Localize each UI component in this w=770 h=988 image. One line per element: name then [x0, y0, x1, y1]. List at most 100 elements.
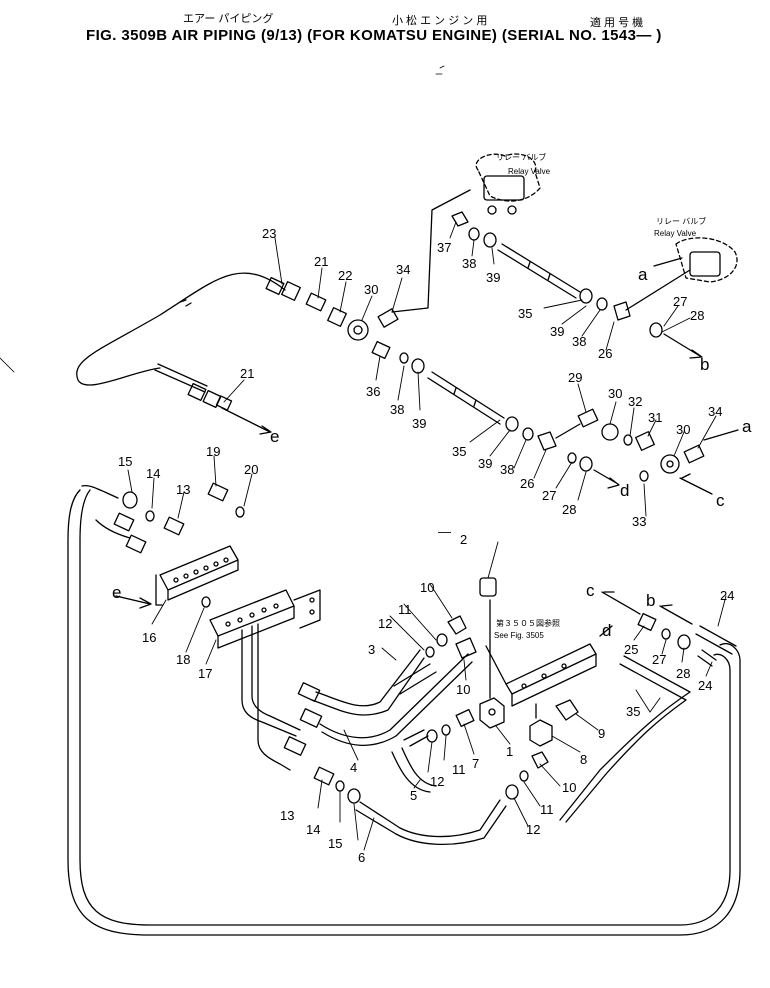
label-part-38: 38 — [572, 334, 586, 349]
label-part-2: 2 — [460, 532, 467, 547]
label-part-27: 27 — [652, 652, 666, 667]
label-part-26: 26 — [520, 476, 534, 491]
hose-23-loop — [76, 272, 301, 393]
label-part-6: 6 — [358, 850, 365, 865]
label-part-14: 14 — [146, 466, 160, 481]
fitting-8 — [529, 719, 553, 747]
label-part-16: 16 — [142, 630, 156, 645]
arrow-d-mid — [593, 469, 620, 489]
label-part-13: 13 — [176, 482, 190, 497]
leader-d-lower — [599, 625, 613, 637]
header-jp-air-piping: エアー パイピング — [183, 13, 274, 25]
manifold-see-fig-3505 — [485, 643, 597, 707]
letter-d-lower: d — [602, 621, 611, 640]
tube-35-middle — [427, 371, 505, 425]
label-part-30: 30 — [608, 386, 622, 401]
label-part-12: 12 — [378, 616, 392, 631]
label-part-1: 1 — [506, 744, 513, 759]
relay-valve-right-en: Relay Valve — [654, 229, 697, 238]
label-part-31: 31 — [648, 410, 662, 425]
label-part-22: 22 — [338, 268, 352, 283]
arrow-e-upper — [221, 407, 272, 435]
label-part-38: 38 — [500, 462, 514, 477]
pipe-to-relay-valve-upper — [391, 189, 471, 313]
label-part-34: 34 — [708, 404, 722, 419]
relay-valve-right — [675, 237, 738, 283]
label-part-10: 10 — [456, 682, 470, 697]
label-part-18: 18 — [176, 652, 190, 667]
label-part-25: 25 — [624, 642, 638, 657]
arrow-a-upper — [653, 257, 683, 267]
see-fig-en: See Fig. 3505 — [494, 631, 544, 640]
label-part-13: 13 — [280, 808, 294, 823]
label-part-15: 15 — [118, 454, 132, 469]
hose-3-and-4 — [297, 649, 473, 746]
label-part-35: 35 — [626, 704, 640, 719]
label-part-38: 38 — [462, 256, 476, 271]
outer-pipe-loop — [67, 489, 741, 936]
label-part-3: 3 — [368, 642, 375, 657]
figure-title: FIG. 3509B AIR PIPING (9/13) (FOR KOMATS… — [86, 27, 662, 44]
part-labels: 23 21 22 30 34 21 37 38 39 35 39 38 26 2… — [118, 226, 734, 865]
label-part-26: 26 — [598, 346, 612, 361]
arrow-a-mid — [703, 429, 739, 441]
pipe-to-relay-valve-right — [625, 269, 691, 311]
label-part-24: 24 — [720, 588, 734, 603]
letter-b-lower: b — [646, 591, 655, 610]
connector-block-16 — [155, 545, 239, 606]
label-part-14: 14 — [306, 822, 320, 837]
arrow-c-mid — [679, 473, 713, 495]
connector-block-17 — [209, 589, 321, 649]
letter-e-lower: e — [112, 583, 121, 602]
header-jp-komatsu-engine: 小 松 エ ン ジ ン 用 — [392, 15, 488, 27]
arrow-b-upper — [663, 333, 701, 357]
arrow-b-lower — [659, 604, 693, 625]
relay-valve-upper-en: Relay Valve — [508, 167, 551, 176]
left-fitting-group — [113, 482, 245, 554]
hose-6 — [355, 799, 507, 846]
inner-pipe-loop — [95, 519, 301, 771]
label-part-35: 35 — [518, 306, 532, 321]
relay-valve-upper — [475, 153, 541, 202]
label-part-7: 7 — [472, 756, 479, 771]
header-jp-serial: 適 用 号 機 — [590, 17, 644, 29]
letter-b-upper: b — [700, 355, 709, 374]
label-part-9: 9 — [598, 726, 605, 741]
label-part-28: 28 — [562, 502, 576, 517]
arrow-c-lower — [601, 591, 641, 615]
leader-lines — [127, 221, 727, 851]
label-part-10: 10 — [420, 580, 434, 595]
label-part-11: 11 — [452, 762, 466, 777]
label-part-39: 39 — [486, 270, 500, 285]
label-part-23: 23 — [262, 226, 276, 241]
label-part-21: 21 — [240, 366, 254, 381]
label-part-12: 12 — [430, 774, 444, 789]
label-part-11: 11 — [540, 802, 554, 817]
label-part-27: 27 — [673, 294, 687, 309]
label-part-35: 35 — [452, 444, 466, 459]
label-part-11: 11 — [398, 602, 412, 617]
label-part-30: 30 — [364, 282, 378, 297]
label-part-36: 36 — [366, 384, 380, 399]
valve-block-1 — [479, 697, 505, 729]
label-part-12: 12 — [526, 822, 540, 837]
stray-dash: — — [438, 524, 451, 539]
letter-d-mid: d — [620, 481, 629, 500]
letter-c-lower: c — [586, 581, 595, 600]
hose-5 — [391, 729, 437, 793]
relay-valve-upper-jp: リレー バルブ — [496, 152, 546, 162]
label-part-24: 24 — [698, 678, 712, 693]
label-part-39: 39 — [550, 324, 564, 339]
letter-c-mid: c — [716, 491, 725, 510]
label-part-38: 38 — [390, 402, 404, 417]
see-fig-jp: 第３５０５図参照 — [496, 618, 560, 628]
connection-letters: a b e a d c e c b d — [112, 265, 752, 640]
label-part-33: 33 — [632, 514, 646, 529]
label-part-28: 28 — [676, 666, 690, 681]
label-part-17: 17 — [198, 666, 212, 681]
label-part-15: 15 — [328, 836, 342, 851]
label-part-19: 19 — [206, 444, 220, 459]
label-part-4: 4 — [350, 760, 357, 775]
label-part-10: 10 — [562, 780, 576, 795]
